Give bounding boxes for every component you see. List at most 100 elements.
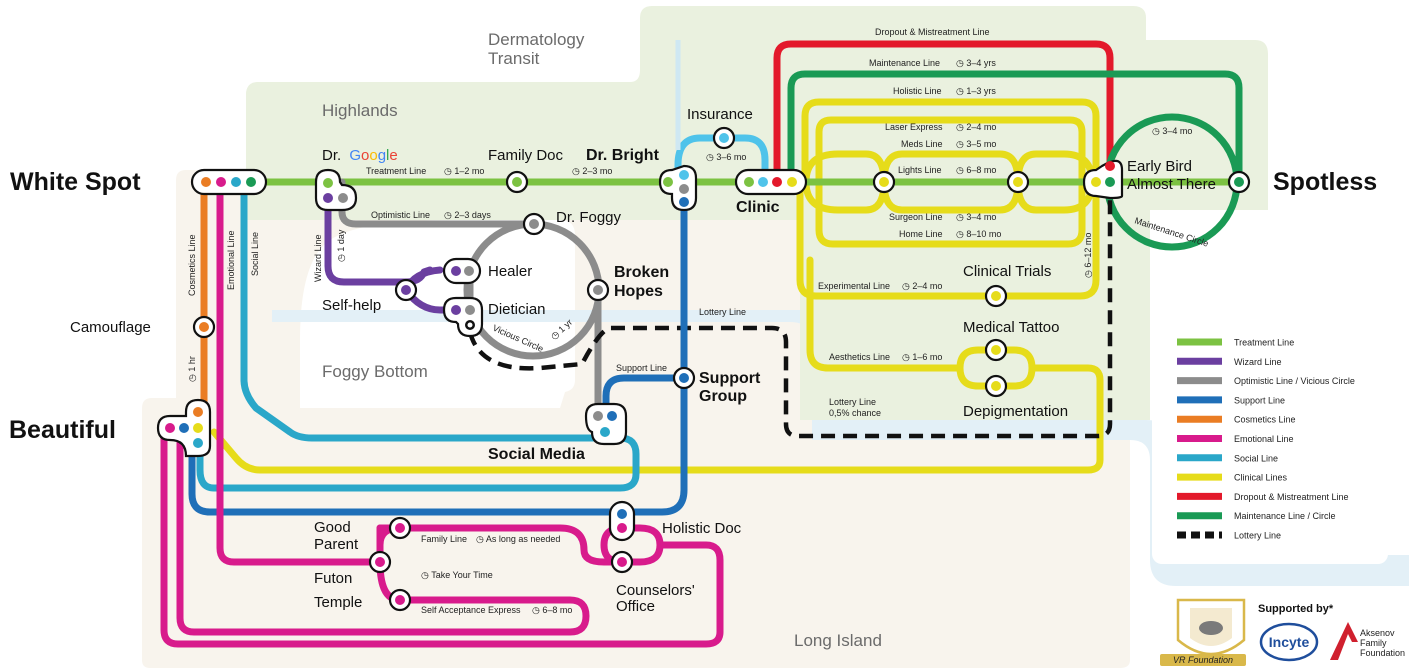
clinic-dot bbox=[787, 177, 797, 187]
label-holistic: Holistic Line bbox=[893, 86, 942, 96]
label-support: Support Line bbox=[616, 363, 667, 373]
station-labels: White Spot Spotless Beautiful Dr. Google… bbox=[9, 106, 1377, 615]
station-label-healer: Healer bbox=[488, 263, 532, 280]
label-laser: Laser Express bbox=[885, 122, 943, 132]
station-label-dr-foggy: Dr. Foggy bbox=[556, 209, 622, 226]
label-laser-time: ◷ 2–4 mo bbox=[956, 122, 996, 132]
clinic-dot bbox=[744, 177, 754, 187]
healer-interchange bbox=[442, 257, 482, 285]
support-line bbox=[188, 178, 688, 516]
label-wizard-time: ◷ 1 day bbox=[336, 229, 346, 262]
dr-bright-dot bbox=[679, 197, 689, 207]
station-label-hopes: Hopes bbox=[614, 283, 663, 300]
dropout-line bbox=[773, 40, 1114, 186]
label-family-time: ◷ As long as needed bbox=[476, 534, 560, 544]
station-label-insurance: Insurance bbox=[687, 106, 753, 123]
insurance-dot bbox=[719, 133, 729, 143]
legend-label: Emotional Line bbox=[1234, 434, 1294, 444]
station-label-temple: Temple bbox=[314, 594, 362, 611]
region-label-dermatology: Dermatology bbox=[488, 30, 585, 49]
early-bird-dot bbox=[1105, 161, 1115, 171]
label-treatment-time-2: ◷ 2–3 mo bbox=[572, 166, 612, 176]
dr-bright-dot bbox=[663, 177, 673, 187]
station-label-depigmentation: Depigmentation bbox=[963, 403, 1068, 420]
label-experimental: Experimental Line bbox=[818, 281, 890, 291]
label-lights: Lights Line bbox=[898, 165, 942, 175]
label-surgeon-time: ◷ 3–4 mo bbox=[956, 212, 996, 222]
dr-prefix: Dr. bbox=[322, 147, 341, 164]
legend-label: Optimistic Line / Vicious Circle bbox=[1234, 376, 1355, 386]
optimistic-line bbox=[338, 178, 532, 228]
google-o1: o bbox=[361, 147, 369, 164]
label-insurance-time: ◷ 3–6 mo bbox=[706, 152, 746, 162]
station-label-family-doc: Family Doc bbox=[488, 147, 564, 164]
label-surgeon: Surgeon Line bbox=[889, 212, 943, 222]
lottery-line bbox=[467, 195, 1113, 439]
station-label-early-bird: Early Bird bbox=[1127, 158, 1192, 175]
legend-label: Cosmetics Line bbox=[1234, 415, 1296, 425]
incyte-text: Incyte bbox=[1269, 634, 1310, 650]
label-take-time: ◷ Take Your Time bbox=[421, 570, 493, 580]
label-aesthetics-time: ◷ 1–6 mo bbox=[902, 352, 942, 362]
label-aesthetics: Aesthetics Line bbox=[829, 352, 890, 362]
white-spot-interchange bbox=[190, 168, 268, 196]
social-line bbox=[196, 178, 640, 492]
station-label-holistic-doc: Holistic Doc bbox=[662, 520, 742, 537]
supported-by: Supported by* bbox=[1258, 603, 1334, 615]
aksenov-logo bbox=[1330, 622, 1358, 660]
google-g: G bbox=[349, 147, 361, 164]
station-label-dr-google: Dr. Google bbox=[322, 147, 398, 164]
station-label-office: Office bbox=[616, 598, 655, 615]
label-lights-time: ◷ 6–8 mo bbox=[956, 165, 996, 175]
legend-label: Social Line bbox=[1234, 453, 1278, 463]
terminal-beautiful: Beautiful bbox=[9, 416, 116, 444]
station-label-parent: Parent bbox=[314, 536, 359, 553]
legend-label: Maintenance Line / Circle bbox=[1234, 511, 1336, 521]
label-maintenance: Maintenance Line bbox=[869, 58, 940, 68]
legend-label: Wizard Line bbox=[1234, 357, 1282, 367]
label-emotional: Emotional Line bbox=[226, 230, 236, 290]
dr-google-dot bbox=[323, 193, 333, 203]
white-spot-dot bbox=[216, 177, 226, 187]
region-label-transit: Transit bbox=[488, 49, 540, 68]
station-label-counselors: Counselors' bbox=[616, 582, 695, 599]
clinic-dot bbox=[772, 177, 782, 187]
station-label-camouflage: Camouflage bbox=[70, 319, 151, 336]
label-meds: Meds Line bbox=[901, 139, 943, 149]
white-spot-dot bbox=[246, 177, 256, 187]
label-social: Social Line bbox=[250, 232, 260, 276]
incyte-logo bbox=[1259, 622, 1319, 662]
legend-label: Lottery Line bbox=[1234, 531, 1281, 541]
terminal-white-spot: White Spot bbox=[10, 168, 141, 196]
maintenance-line bbox=[787, 70, 1243, 186]
region-label-foggy-bottom: Foggy Bottom bbox=[322, 362, 428, 381]
early-bird-dot bbox=[1105, 177, 1115, 187]
clinic-dot bbox=[758, 177, 768, 187]
early-bird-dot bbox=[1091, 177, 1101, 187]
label-optimistic: Optimistic Line bbox=[371, 210, 430, 220]
terminal-spotless: Spotless bbox=[1273, 168, 1377, 196]
google-l: l bbox=[386, 147, 389, 164]
label-circle-time: ◷ 3–4 mo bbox=[1152, 126, 1192, 136]
label-home-time: ◷ 8–10 mo bbox=[956, 229, 1001, 239]
label-cosmetics-time: ◷ 1 hr bbox=[187, 356, 197, 382]
emotional-line bbox=[216, 178, 384, 566]
station-label-group: Group bbox=[699, 388, 747, 405]
station-label-social-media: Social Media bbox=[488, 446, 585, 463]
station-label-medical-tattoo: Medical Tattoo bbox=[963, 319, 1059, 336]
google-g2: g bbox=[378, 147, 386, 164]
aksenov-1: Aksenov bbox=[1360, 628, 1395, 638]
stations bbox=[156, 126, 1251, 612]
legend-label: Treatment Line bbox=[1234, 338, 1294, 348]
dr-bright-dot bbox=[679, 184, 689, 194]
aksenov-2: Family bbox=[1360, 638, 1387, 648]
label-experimental-time: ◷ 2–4 mo bbox=[902, 281, 942, 291]
social-media-interchange bbox=[584, 402, 628, 446]
google-e: e bbox=[389, 147, 397, 164]
white-spot-dot bbox=[231, 177, 241, 187]
label-wizard: Wizard Line bbox=[313, 234, 323, 282]
label-home: Home Line bbox=[899, 229, 943, 239]
station-label-dietician: Dietician bbox=[488, 301, 546, 318]
